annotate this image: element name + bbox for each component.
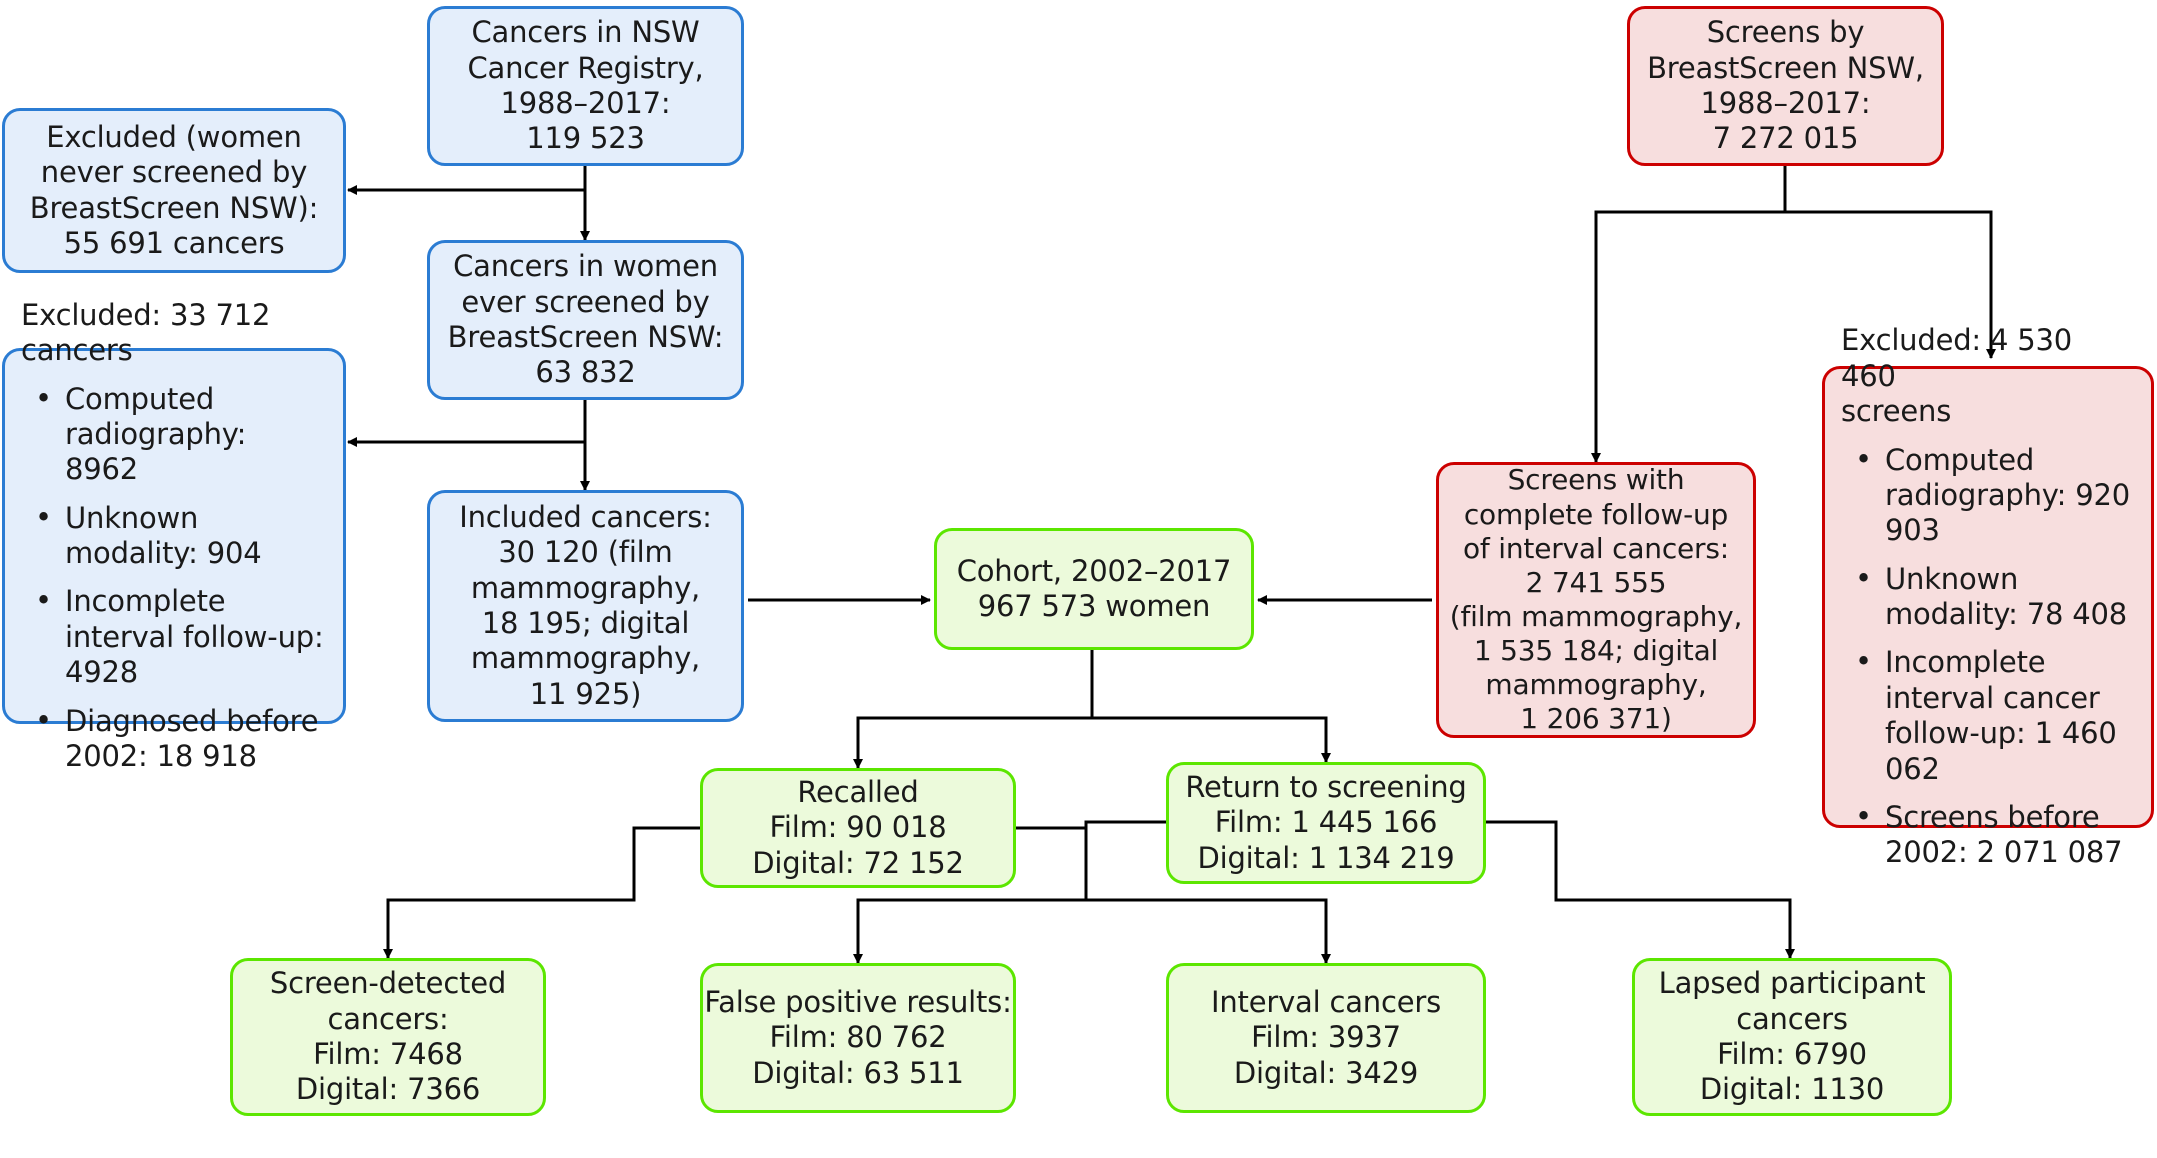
node-lapsed-participant-cancers[interactable]: Lapsed participant cancers Film: 6790 Di… [1632, 958, 1952, 1116]
excluded-cancers-heading: Excluded: 33 712 cancers [21, 298, 327, 369]
node-line: 1 206 371) [1520, 702, 1672, 736]
node-interval-cancers[interactable]: Interval cancers Film: 3937 Digital: 342… [1166, 963, 1486, 1113]
node-line: mammography, [470, 641, 701, 676]
node-line: Return to screening [1185, 769, 1467, 804]
node-cancers-ever-screened[interactable]: Cancers in women ever screened by Breast… [427, 240, 744, 400]
node-excluded-cancers[interactable]: Excluded: 33 712 cancers Computed radiog… [2, 298, 346, 773]
node-screens-by-breastscreen-nsw[interactable]: Screens by BreastScreen NSW, 1988–2017: … [1627, 6, 1944, 166]
node-line: 1 535 184; digital [1473, 634, 1719, 668]
node-excluded-screens[interactable]: Excluded: 4 530 460 screens Computed rad… [1822, 323, 2154, 869]
node-line: Recalled [797, 774, 919, 809]
node-line: mammography, [470, 570, 701, 605]
edge-return-to-lapsed [1486, 820, 1795, 959]
node-screen-detected-cancers[interactable]: Screen-detected cancers: Film: 7468 Digi… [230, 958, 546, 1116]
node-line: (film mammography, [1449, 600, 1743, 633]
node-line: BreastScreen NSW: [447, 320, 724, 354]
node-line: 30 120 (film [498, 535, 673, 570]
node-line: Film: 90 018 [769, 810, 947, 845]
node-line: Digital: 3429 [1233, 1055, 1419, 1090]
node-included-cancers[interactable]: Included cancers: 30 120 (film mammograp… [427, 490, 744, 722]
node-line: 63 832 [535, 355, 636, 390]
node-line: cancers [21, 333, 133, 368]
edge-cohort-to-recalled [853, 650, 1094, 769]
node-line: Excluded: 4 530 460 [1841, 323, 2073, 393]
node-line: Included cancers: [459, 499, 712, 534]
node-line: Digital: 1 134 219 [1197, 840, 1455, 875]
node-line: 7 272 015 [1712, 121, 1859, 156]
list-item: Unknown modality: 904 [21, 500, 327, 572]
node-line: 1988–2017: [500, 86, 671, 120]
node-line: Cancers in women [453, 249, 718, 284]
list-item: Incomplete interval follow-up: 4928 [21, 583, 327, 690]
node-cohort[interactable]: Cohort, 2002–2017 967 573 women [934, 528, 1254, 650]
node-line: False positive results: [704, 984, 1012, 1019]
list-item: Diagnosed before 2002: 18 918 [21, 703, 327, 775]
node-line: mammography, [1485, 668, 1707, 702]
node-line: Digital: 72 152 [752, 845, 964, 880]
node-line: cancers [1736, 1001, 1848, 1036]
node-line: Digital: 63 511 [752, 1055, 964, 1090]
node-excluded-never-screened[interactable]: Excluded (women never screened by Breast… [2, 108, 346, 273]
node-line: Lapsed participant [1658, 966, 1926, 1001]
node-line: Film: 7468 [313, 1037, 463, 1071]
node-line: Excluded: 33 712 [21, 297, 271, 332]
node-line: Cohort, 2002–2017 [956, 553, 1232, 588]
node-line: Screens with [1507, 463, 1685, 497]
node-line: Cancer Registry, [467, 50, 704, 85]
node-line: BreastScreen NSW): [29, 190, 319, 225]
list-item: Computed radiography: 8962 [21, 380, 327, 488]
node-line: ever screened by [461, 284, 710, 319]
node-line: Cancers in NSW [471, 15, 700, 50]
list-item: Incomplete interval cancer follow-up: 1 … [1841, 644, 2135, 787]
list-item: Unknown modality: 78 408 [1841, 561, 2135, 633]
node-line: BreastScreen NSW, [1647, 50, 1924, 85]
node-line: Screens by [1706, 15, 1865, 50]
list-item: Screens before 2002: 2 071 087 [1841, 799, 2135, 871]
edge-recalled-to-screen-detected [383, 826, 700, 959]
node-line: never screened by [40, 155, 308, 190]
node-line: Screen-detected [269, 966, 507, 1001]
node-line: 55 691 cancers [63, 225, 285, 260]
node-line: 1988–2017: [1700, 86, 1871, 120]
node-line: Film: 80 762 [769, 1020, 947, 1055]
excluded-screens-bullet-list: Computed radiography: 920 903 Unknown mo… [1841, 430, 2135, 871]
node-cancers-in-nsw-cancer-registry[interactable]: Cancers in NSW Cancer Registry, 1988–201… [427, 6, 744, 166]
node-line: 2 741 555 [1525, 565, 1667, 599]
node-line: screens [1841, 394, 1952, 429]
node-line: complete follow-up [1463, 497, 1729, 531]
excluded-screens-heading: Excluded: 4 530 460 screens [1841, 323, 2135, 429]
node-line: 967 573 women [977, 589, 1211, 623]
node-line: 18 195; digital [481, 606, 690, 640]
node-line: Interval cancers [1211, 984, 1441, 1019]
node-false-positive-results[interactable]: False positive results: Film: 80 762 Dig… [700, 963, 1016, 1113]
node-recalled[interactable]: Recalled Film: 90 018 Digital: 72 152 [700, 768, 1016, 888]
node-line: Digital: 7366 [295, 1072, 481, 1107]
node-return-to-screening[interactable]: Return to screening Film: 1 445 166 Digi… [1166, 762, 1486, 884]
node-line: Digital: 1130 [1699, 1072, 1885, 1107]
node-line: Film: 3937 [1251, 1020, 1401, 1055]
node-screens-complete-followup[interactable]: Screens with complete follow-up of inter… [1436, 462, 1756, 738]
edge-cohort-to-return [1092, 716, 1331, 763]
excluded-cancers-bullet-list: Computed radiography: 8962 Unknown modal… [21, 369, 327, 775]
list-item: Computed radiography: 920 903 [1841, 441, 2135, 549]
node-line: Film: 6790 [1717, 1037, 1867, 1071]
node-line: 11 925) [529, 676, 642, 711]
node-line: 119 523 [526, 121, 645, 156]
node-line: cancers: [327, 1001, 449, 1036]
node-line: Film: 1 445 166 [1214, 805, 1438, 840]
edge-screens-to-complete-followup [1591, 166, 1787, 463]
node-line: Excluded (women [46, 119, 302, 154]
node-line: of interval cancers: [1463, 531, 1729, 565]
